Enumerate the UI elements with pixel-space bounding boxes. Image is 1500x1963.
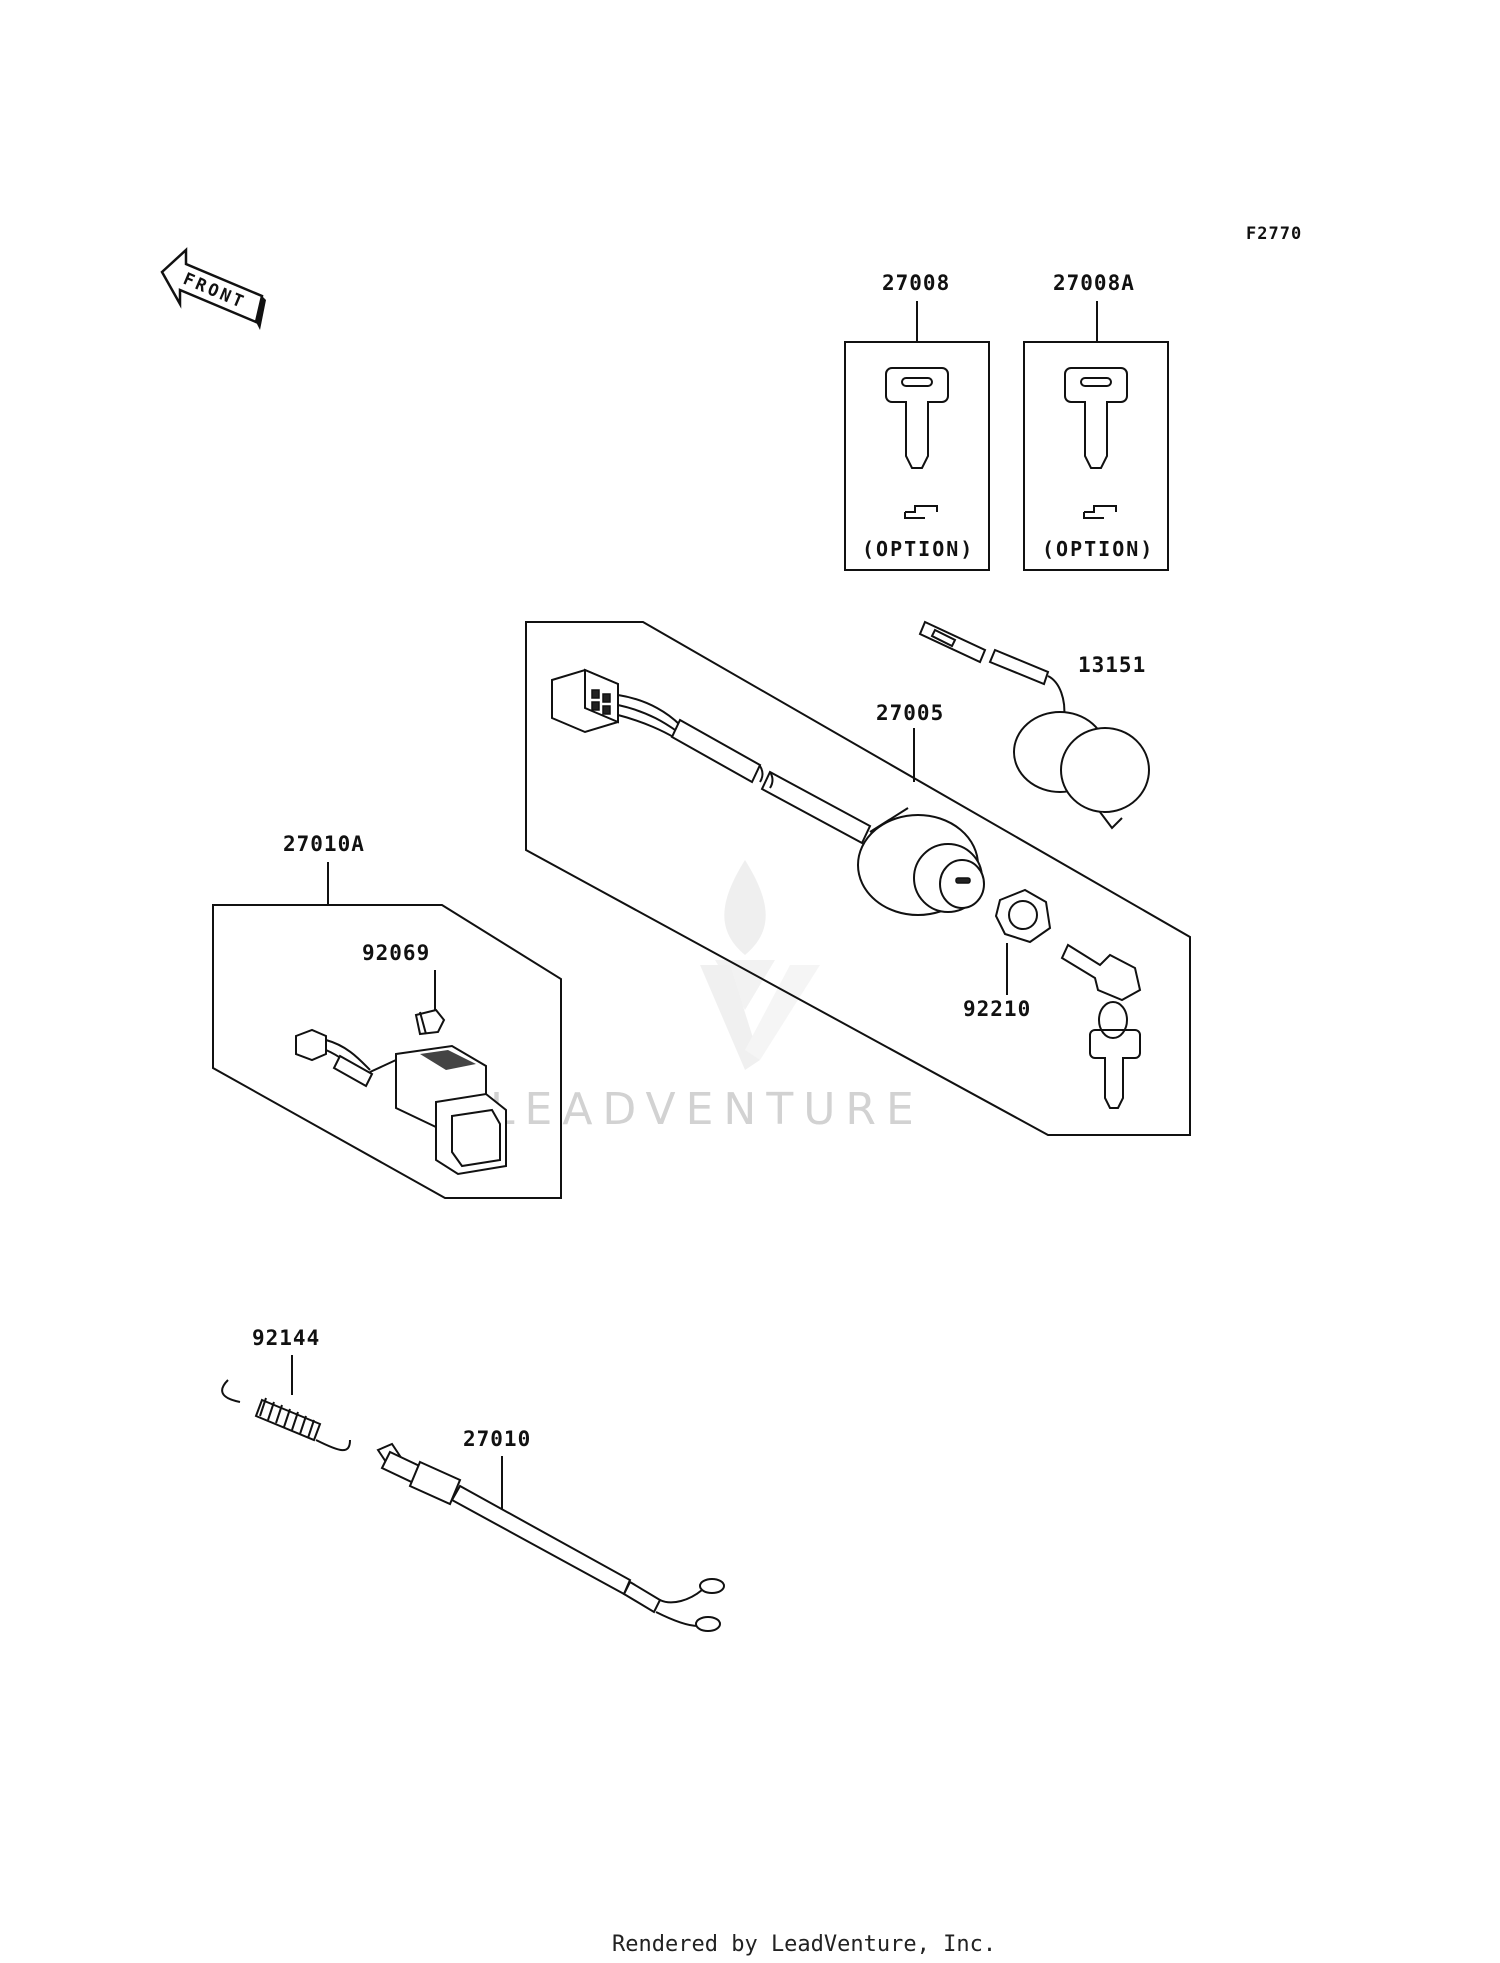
connector-icon — [551, 668, 619, 734]
footer-credit: Rendered by LeadVenture, Inc. — [612, 1932, 996, 1957]
part-number-92144[interactable]: 92144 — [252, 1326, 320, 1350]
part-number-27005[interactable]: 27005 — [876, 701, 944, 725]
switch-assembly-icon — [295, 1028, 507, 1176]
brake-switch-icon — [376, 1442, 725, 1632]
watermark-logo-icon — [700, 860, 820, 1070]
nut-icon — [994, 888, 1052, 995]
part-27010A-group: 27010A 92069 — [212, 832, 562, 1199]
figure-code: F2770 — [1246, 224, 1302, 244]
part-number-27010[interactable]: 27010 — [463, 1427, 531, 1451]
keys-icon — [1060, 943, 1142, 1109]
part-number-92210[interactable]: 92210 — [963, 997, 1031, 1021]
part-number-13151[interactable]: 13151 — [1078, 653, 1146, 677]
part-27010-group: 27010 — [376, 1427, 725, 1632]
option-label: (OPTION) — [862, 537, 974, 561]
part-number-27008A[interactable]: 27008A — [1053, 271, 1135, 295]
front-arrow-icon: FRONT — [160, 247, 266, 330]
option-label: (OPTION) — [1042, 537, 1154, 561]
key-icon — [1064, 367, 1128, 469]
part-27005-group: 92210 13151 27005 — [525, 620, 1191, 1136]
part-number-27008[interactable]: 27008 — [882, 271, 950, 295]
spring-icon — [221, 1379, 351, 1452]
ignition-switch-icon — [857, 807, 985, 916]
part-number-27010A[interactable]: 27010A — [283, 832, 365, 856]
watermark-text: LEADVENTURE — [490, 1084, 924, 1135]
bulb-icon — [414, 1008, 446, 1036]
key-icon — [885, 367, 949, 469]
part-27008-group: (OPTION) 27008 — [844, 271, 990, 571]
part-27008A-group: (OPTION) 27008A — [1023, 271, 1169, 571]
part-92144-group: 92144 — [221, 1326, 351, 1452]
socket-lamp-icon — [918, 620, 1150, 830]
part-number-92069[interactable]: 92069 — [362, 941, 430, 965]
